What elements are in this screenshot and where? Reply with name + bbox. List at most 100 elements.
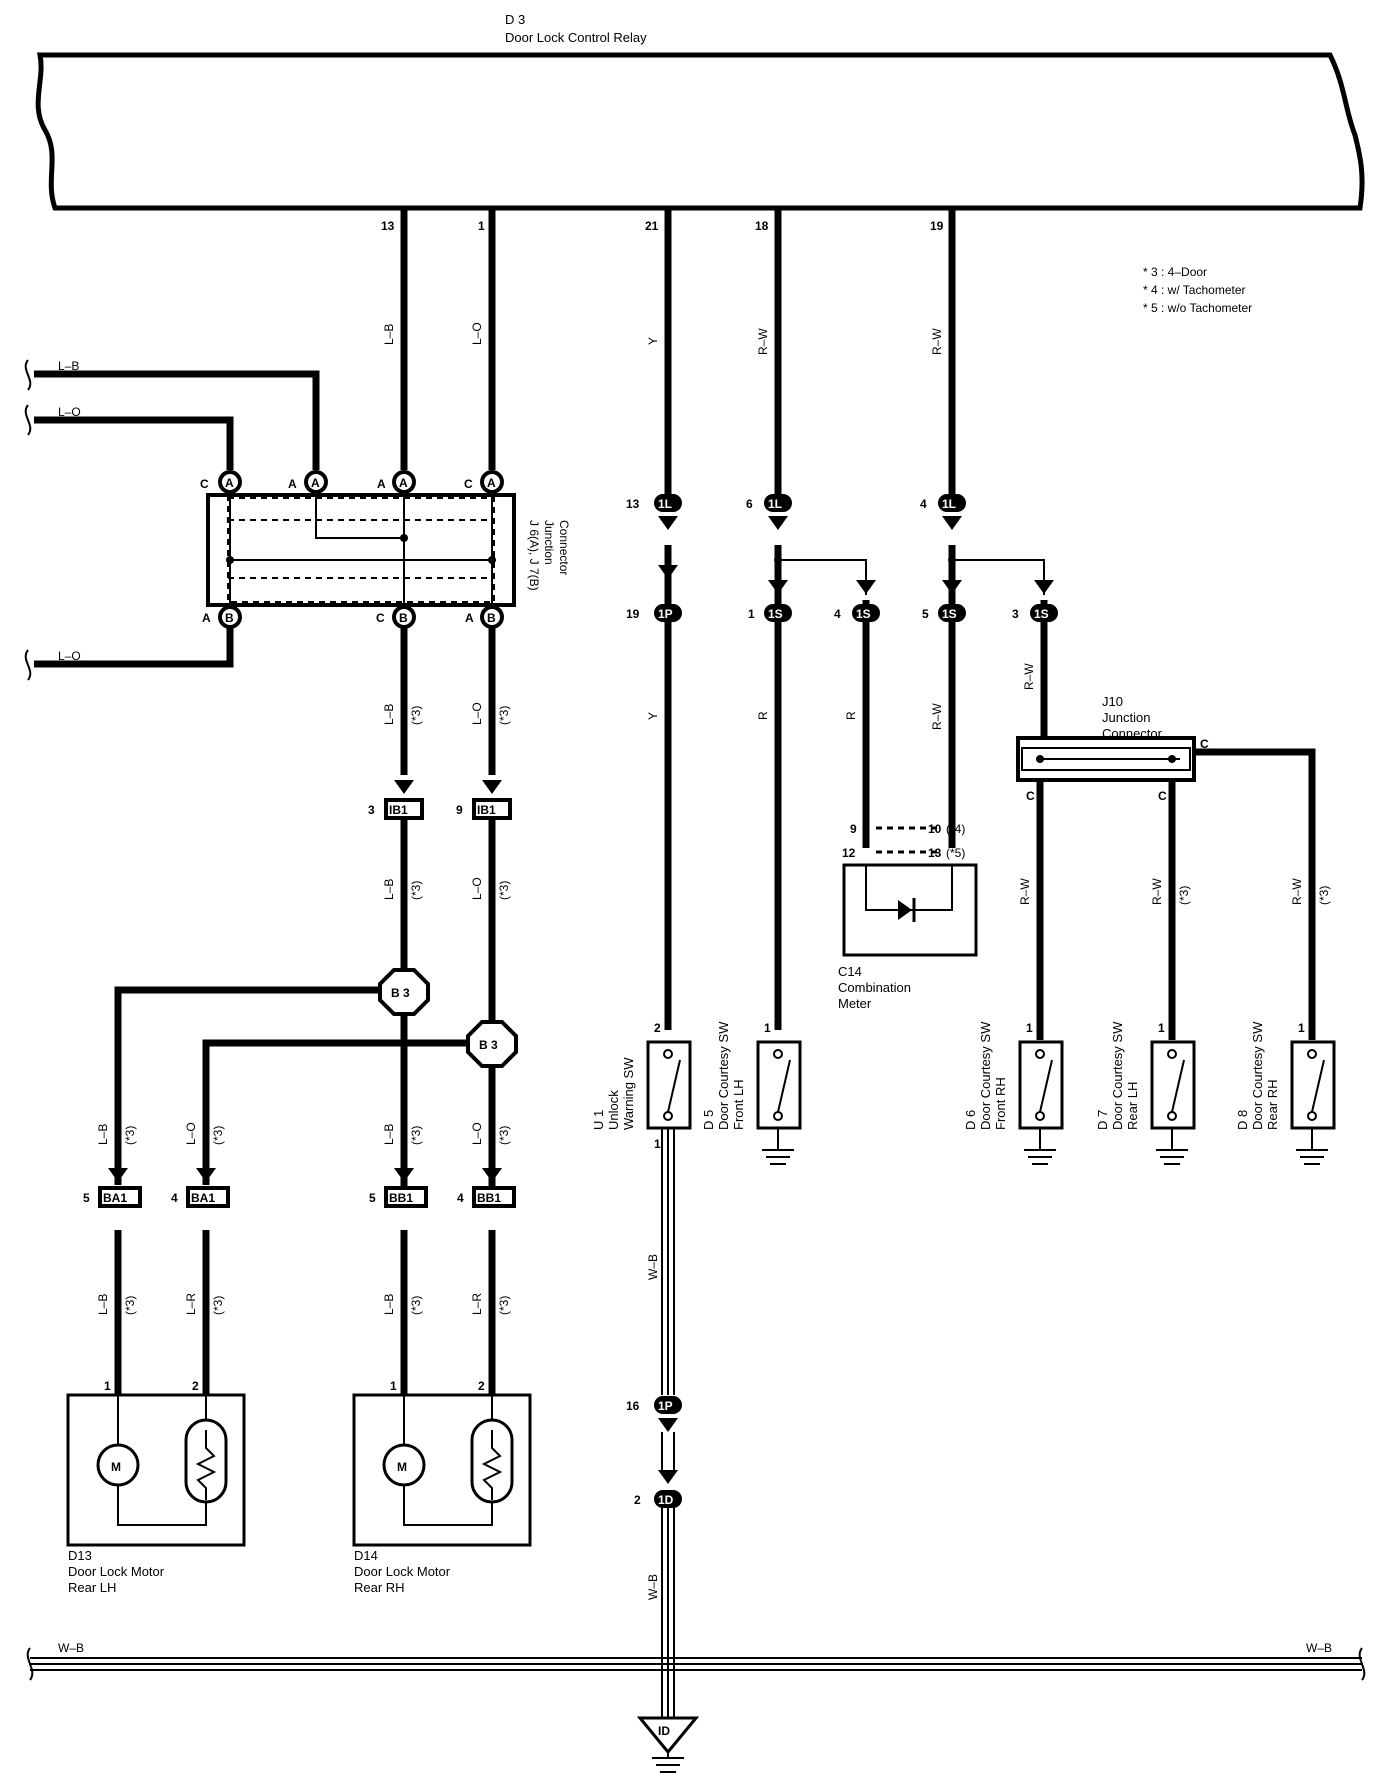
motor-d14: 1 2 M D14 Door Lock Motor Rear RH — [352, 1379, 532, 1595]
svg-text:C: C — [200, 477, 209, 491]
svg-text:W–B: W–B — [646, 1574, 660, 1600]
svg-text:1P: 1P — [658, 1399, 673, 1413]
svg-text:R–W: R–W — [1290, 878, 1304, 905]
svg-text:C: C — [464, 477, 473, 491]
svg-text:R–W: R–W — [1022, 663, 1036, 690]
svg-text:BA1: BA1 — [103, 1191, 127, 1205]
svg-text:(*3): (*3) — [211, 1126, 225, 1145]
svg-text:(*3): (*3) — [123, 1296, 137, 1315]
switch-d6: 1 D 6 Door Courtesy SW Front RH — [963, 1021, 1064, 1165]
svg-text:(*5): (*5) — [946, 846, 965, 860]
svg-text:R: R — [844, 711, 858, 720]
svg-text:L–R: L–R — [470, 1293, 484, 1315]
note-3: * 3 : 4–Door — [1143, 265, 1207, 279]
svg-text:L–B: L–B — [382, 704, 396, 725]
svg-text:5: 5 — [83, 1191, 90, 1205]
svg-text:Door Courtesy SW: Door Courtesy SW — [716, 1021, 731, 1130]
junction-j6-j7: J 6(A), J 7(B) Junction Connector — [206, 493, 571, 607]
svg-text:R–W: R–W — [1150, 878, 1164, 905]
svg-text:L–B: L–B — [382, 324, 396, 345]
switch-d6-id: D 6 — [963, 1110, 978, 1130]
svg-text:Junction: Junction — [1102, 710, 1150, 725]
connector-1d: 1D2 — [634, 1490, 682, 1508]
svg-text:1P: 1P — [658, 607, 673, 621]
svg-text:1: 1 — [390, 1379, 397, 1393]
svg-text:Unlock: Unlock — [606, 1090, 621, 1130]
svg-text:1: 1 — [1026, 1021, 1033, 1035]
svg-text:1S: 1S — [1034, 607, 1049, 621]
svg-text:R–W: R–W — [756, 328, 770, 355]
svg-text:B: B — [399, 611, 408, 625]
svg-text:1S: 1S — [856, 607, 871, 621]
svg-text:L–B: L–B — [58, 359, 79, 373]
svg-text:Rear RH: Rear RH — [354, 1580, 405, 1595]
connector-1p-16: 1P 16 — [626, 1396, 682, 1432]
switch-d7: 1 D 7 Door Courtesy SW Rear LH — [1095, 1021, 1196, 1165]
svg-text:W–B: W–B — [1306, 1641, 1332, 1655]
svg-text:Warning SW: Warning SW — [621, 1057, 636, 1130]
relay-pin-1: 1 — [478, 219, 485, 233]
svg-text:12: 12 — [842, 846, 856, 860]
wire-breaks — [24, 359, 1366, 1681]
svg-text:Rear RH: Rear RH — [1265, 1079, 1280, 1130]
svg-text:(*4): (*4) — [946, 822, 965, 836]
switch-u1-id: U 1 — [591, 1110, 606, 1130]
svg-text:1S: 1S — [768, 607, 783, 621]
relay-pin-18: 18 — [755, 219, 769, 233]
svg-text:(*3): (*3) — [497, 881, 511, 900]
svg-text:A: A — [399, 476, 408, 490]
connector-1s-5: 1S5 — [922, 580, 966, 622]
svg-text:Front LH: Front LH — [731, 1079, 746, 1130]
svg-text:Door Lock Motor: Door Lock Motor — [68, 1564, 165, 1579]
motor-d14-id: D14 — [354, 1548, 378, 1563]
svg-text:9: 9 — [850, 822, 857, 836]
svg-text:13: 13 — [626, 497, 640, 511]
svg-text:19: 19 — [626, 607, 640, 621]
switch-d8: 1 D 8 Door Courtesy SW Rear RH — [1235, 1021, 1336, 1165]
ground-id: ID — [658, 1724, 670, 1738]
switch-u1: 2 1 U 1 Unlock Warning SW — [591, 1021, 692, 1151]
svg-text:Junction: Junction — [542, 520, 556, 565]
svg-text:L–B: L–B — [382, 1294, 396, 1315]
connector-1l-6: 1L6 — [746, 494, 792, 530]
svg-text:B 3: B 3 — [479, 1038, 498, 1052]
meter-id: C14 — [838, 964, 862, 979]
connector-1s-4: 1S4 — [834, 580, 880, 622]
svg-text:L–O: L–O — [470, 877, 484, 900]
relay-pin-13: 13 — [381, 219, 395, 233]
svg-text:W–B: W–B — [646, 1254, 660, 1280]
svg-text:1: 1 — [748, 607, 755, 621]
switch-d7-id: D 7 — [1095, 1110, 1110, 1130]
svg-text:(*3): (*3) — [1317, 886, 1331, 905]
connector-1p-19: 1P 19 — [626, 604, 682, 622]
svg-text:13: 13 — [928, 846, 942, 860]
svg-text:IB1: IB1 — [389, 803, 408, 817]
svg-text:B 3: B 3 — [391, 986, 410, 1000]
svg-text:5: 5 — [369, 1191, 376, 1205]
wire-labels: L–B L–O Y R–W R–W L–B L–O L–O L–B (*3) L… — [58, 322, 1331, 1600]
svg-text:L–O: L–O — [470, 702, 484, 725]
svg-text:1L: 1L — [942, 497, 956, 511]
svg-text:L–O: L–O — [470, 1122, 484, 1145]
relay-id: D 3 — [505, 12, 525, 27]
svg-text:L–R: L–R — [184, 1293, 198, 1315]
svg-text:1: 1 — [764, 1021, 771, 1035]
svg-text:Meter: Meter — [838, 996, 872, 1011]
switch-d5-id: D 5 — [701, 1110, 716, 1130]
svg-text:(*3): (*3) — [409, 1126, 423, 1145]
svg-text:B: B — [487, 611, 496, 625]
svg-text:L–O: L–O — [184, 1122, 198, 1145]
svg-text:1: 1 — [1158, 1021, 1165, 1035]
svg-text:A: A — [202, 611, 211, 625]
svg-text:C: C — [1200, 737, 1209, 751]
svg-text:L–B: L–B — [96, 1124, 110, 1145]
svg-text:Y: Y — [646, 712, 660, 720]
svg-text:16: 16 — [626, 1399, 640, 1413]
svg-text:Y: Y — [646, 337, 660, 345]
svg-text:1S: 1S — [942, 607, 957, 621]
connector-1l-4: 1L4 — [920, 494, 966, 530]
svg-text:Rear LH: Rear LH — [68, 1580, 116, 1595]
svg-text:(*3): (*3) — [211, 1296, 225, 1315]
motor-d13: 1 2 M D13 Door Lock Motor Rear LH — [66, 1379, 246, 1595]
